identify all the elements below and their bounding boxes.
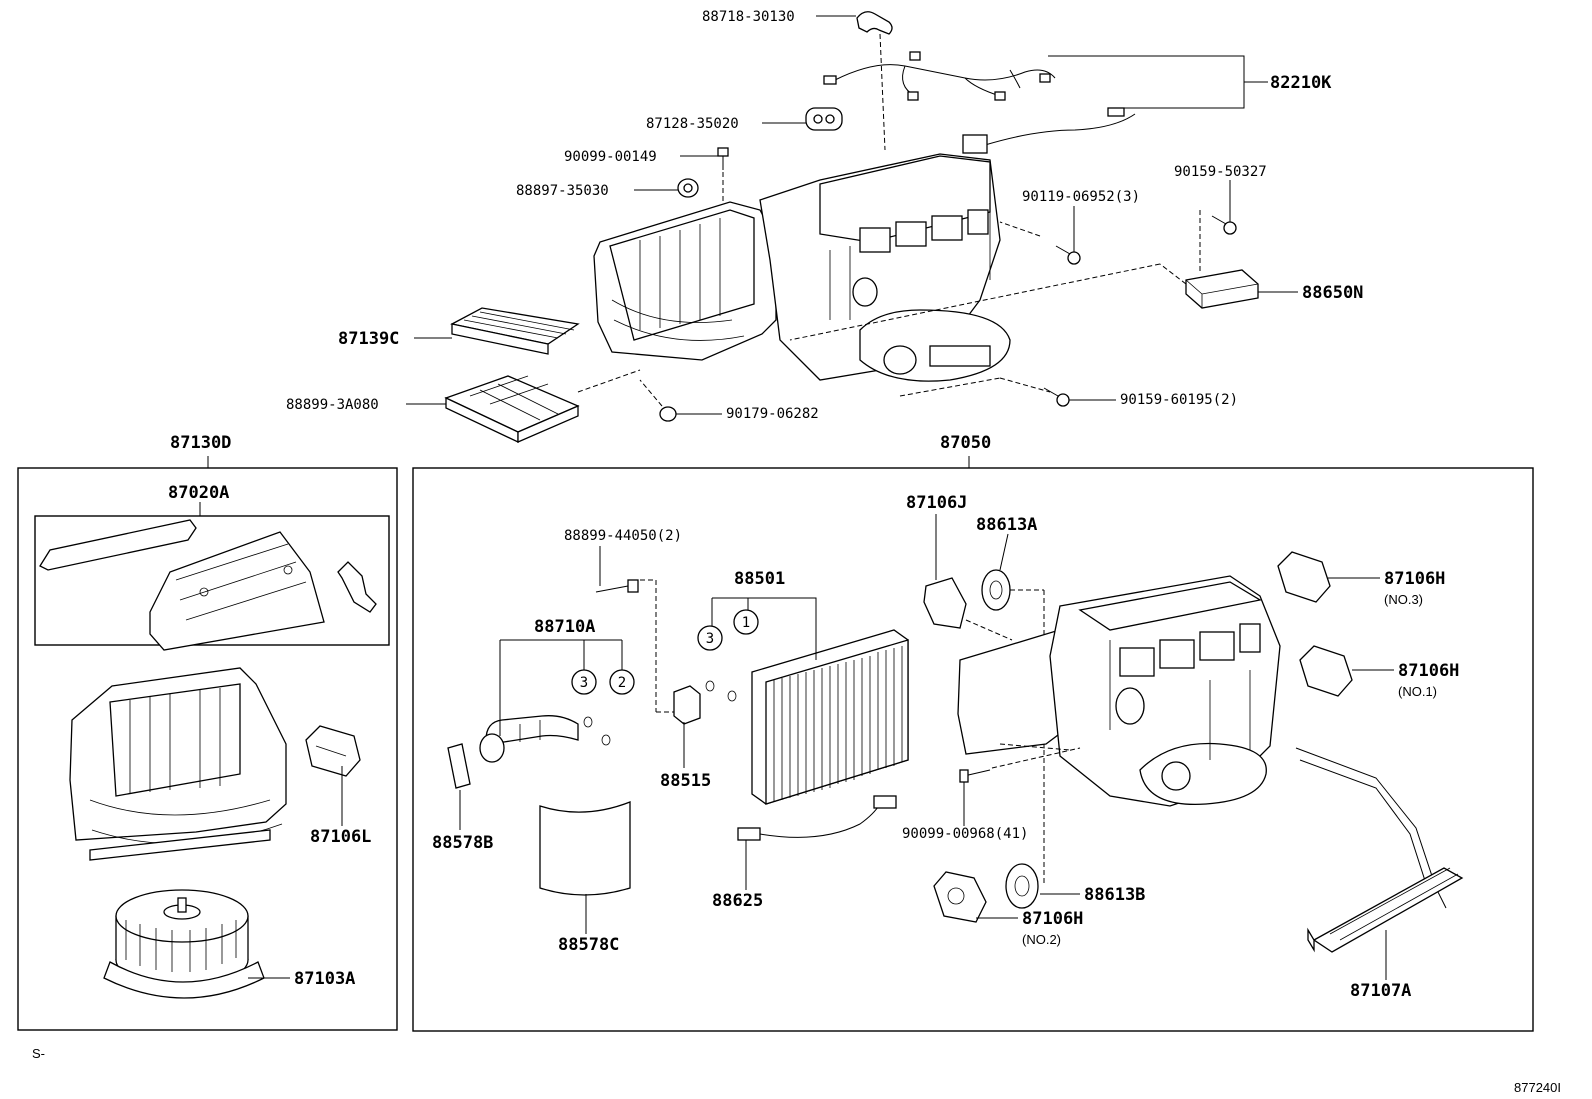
label-87106h-no3: 87106H (1384, 569, 1445, 589)
label-87107a: 87107A (1350, 981, 1411, 1001)
label-90159-60195: 90159-60195(2) (1120, 392, 1238, 408)
label-88710a: 88710A (534, 617, 595, 637)
label-87020a: 87020A (168, 483, 229, 503)
label-88718-30130: 88718-30130 (702, 9, 795, 25)
label-90099-00149: 90099-00149 (564, 149, 657, 165)
callout-3-tube: 3 (580, 675, 588, 691)
actuator-87106j-shape (923, 577, 1013, 641)
callout-3-evap: 3 (706, 631, 714, 647)
clip-88718-shape (856, 11, 893, 151)
wire-88625-shape (737, 795, 897, 841)
nut-90179-shape (639, 379, 677, 422)
grommet-87128-shape (805, 107, 843, 131)
o-rings-shape (583, 680, 737, 746)
actuator-87106l-shape (305, 725, 361, 777)
label-87128-35020: 87128-35020 (646, 116, 739, 132)
heater-core-87107a-shape (1295, 747, 1464, 953)
label-88578c: 88578C (558, 935, 619, 955)
note-no2: (NO.2) (1022, 932, 1061, 947)
label-88613a: 88613A (976, 515, 1037, 535)
label-88578b: 88578B (432, 833, 493, 853)
label-87139c: 87139C (338, 329, 399, 349)
nut-88897-shape (677, 178, 699, 198)
label-88897-35030: 88897-35030 (516, 183, 609, 199)
sensor-88515-shape (673, 685, 701, 764)
gear-88613b-shape (1005, 863, 1039, 909)
leader-lines (248, 15, 1394, 980)
label-87106j: 87106J (906, 493, 967, 513)
actuator-87106h-no3-shape (1277, 551, 1331, 603)
label-87106l: 87106L (310, 827, 371, 847)
group-box-87050 (412, 467, 1534, 1032)
bolt-90119-shape (999, 221, 1081, 265)
label-90099-00968: 90099-00968(41) (902, 826, 1028, 842)
label-88650n: 88650N (1302, 283, 1363, 303)
label-82210k: 82210K (1270, 73, 1332, 93)
insulator-88578b-shape (447, 743, 471, 789)
label-87106h-no1: 87106H (1398, 661, 1459, 681)
label-90159-50327: 90159-50327 (1174, 164, 1267, 180)
screw-90159a-shape (1199, 210, 1237, 272)
label-87106h-no2: 87106H (1022, 909, 1083, 929)
callout-2: 2 (618, 675, 626, 691)
label-90179-06282: 90179-06282 (726, 406, 819, 422)
screw-90159b-shape (1043, 387, 1070, 407)
actuator-87106h-no1-shape (1299, 645, 1353, 697)
note-no3: (NO.3) (1384, 592, 1423, 607)
callout-circles (571, 609, 759, 695)
tube-88710a-shape (479, 715, 579, 763)
label-88625: 88625 (712, 891, 763, 911)
group-box-87020a (34, 515, 390, 646)
insulator-88578c-shape (539, 801, 631, 896)
hvac-unit-top-shape (593, 153, 1051, 397)
filter-87139c-shape (450, 307, 580, 355)
amplifier-88650n-shape (789, 263, 1259, 341)
screw-90099a-shape (717, 147, 729, 210)
blower-motor-87103a-shape (103, 889, 265, 999)
label-88501: 88501 (734, 569, 785, 589)
corner-mark-left: S- (32, 1046, 45, 1061)
label-90119-06952: 90119-06952(3) (1022, 189, 1140, 205)
actuator-87106h-no2-shape (933, 871, 987, 923)
label-88515: 88515 (660, 771, 711, 791)
filter-case-88899a-shape (444, 369, 641, 444)
wire-harness-82210k-shape (823, 51, 1136, 154)
blower-case-shape (69, 667, 287, 861)
label-88899-3a080: 88899-3A080 (286, 397, 379, 413)
door-87020a-shape (39, 519, 377, 651)
label-87103a: 87103A (294, 969, 355, 989)
label-87050: 87050 (940, 433, 991, 453)
label-87130d: 87130D (170, 433, 231, 453)
bolt-88899b-shape (595, 579, 676, 713)
corner-mark-right: 877240I (1514, 1080, 1561, 1095)
callout-1: 1 (742, 615, 750, 631)
label-88613b: 88613B (1084, 885, 1145, 905)
evaporator-88501-shape (751, 629, 909, 805)
hvac-unit-main-shape (957, 575, 1281, 807)
label-88899-44050: 88899-44050(2) (564, 528, 682, 544)
note-no1: (NO.1) (1398, 684, 1437, 699)
